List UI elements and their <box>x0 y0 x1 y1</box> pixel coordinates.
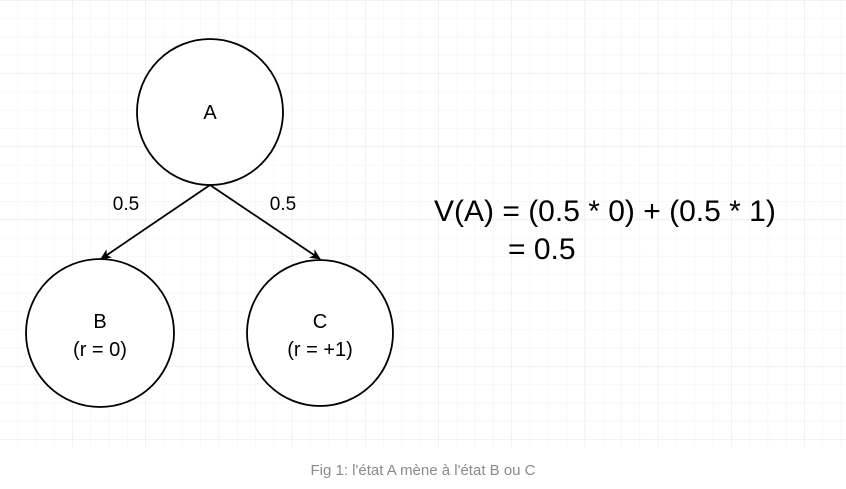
node-c-reward: (r = +1) <box>287 339 353 361</box>
formula-line-2: = 0.5 <box>508 233 576 266</box>
node-b-circle <box>25 258 175 408</box>
node-b-reward: (r = 0) <box>73 339 127 361</box>
node-a-label: A <box>203 102 217 124</box>
edge-a-to-b <box>100 184 211 260</box>
node-a: A <box>136 38 284 186</box>
state-diagram: 0.5 0.5 A B (r = 0) C (r = +1) V(A) = (0… <box>0 0 846 447</box>
node-b-label: B <box>93 311 106 333</box>
node-b: B (r = 0) <box>25 258 175 408</box>
edge-label-a-to-b: 0.5 <box>113 194 139 215</box>
node-c-label: C <box>313 311 327 333</box>
node-c: C (r = +1) <box>246 259 394 407</box>
node-a-circle <box>136 38 284 186</box>
node-c-circle <box>246 259 394 407</box>
edge-label-a-to-c: 0.5 <box>270 194 296 215</box>
figure-caption: Fig 1: l'état A mène à l'état B ou C <box>310 462 536 479</box>
formula-line-1: V(A) = (0.5 * 0) + (0.5 * 1) <box>434 195 776 228</box>
edge-a-to-c <box>209 184 321 260</box>
